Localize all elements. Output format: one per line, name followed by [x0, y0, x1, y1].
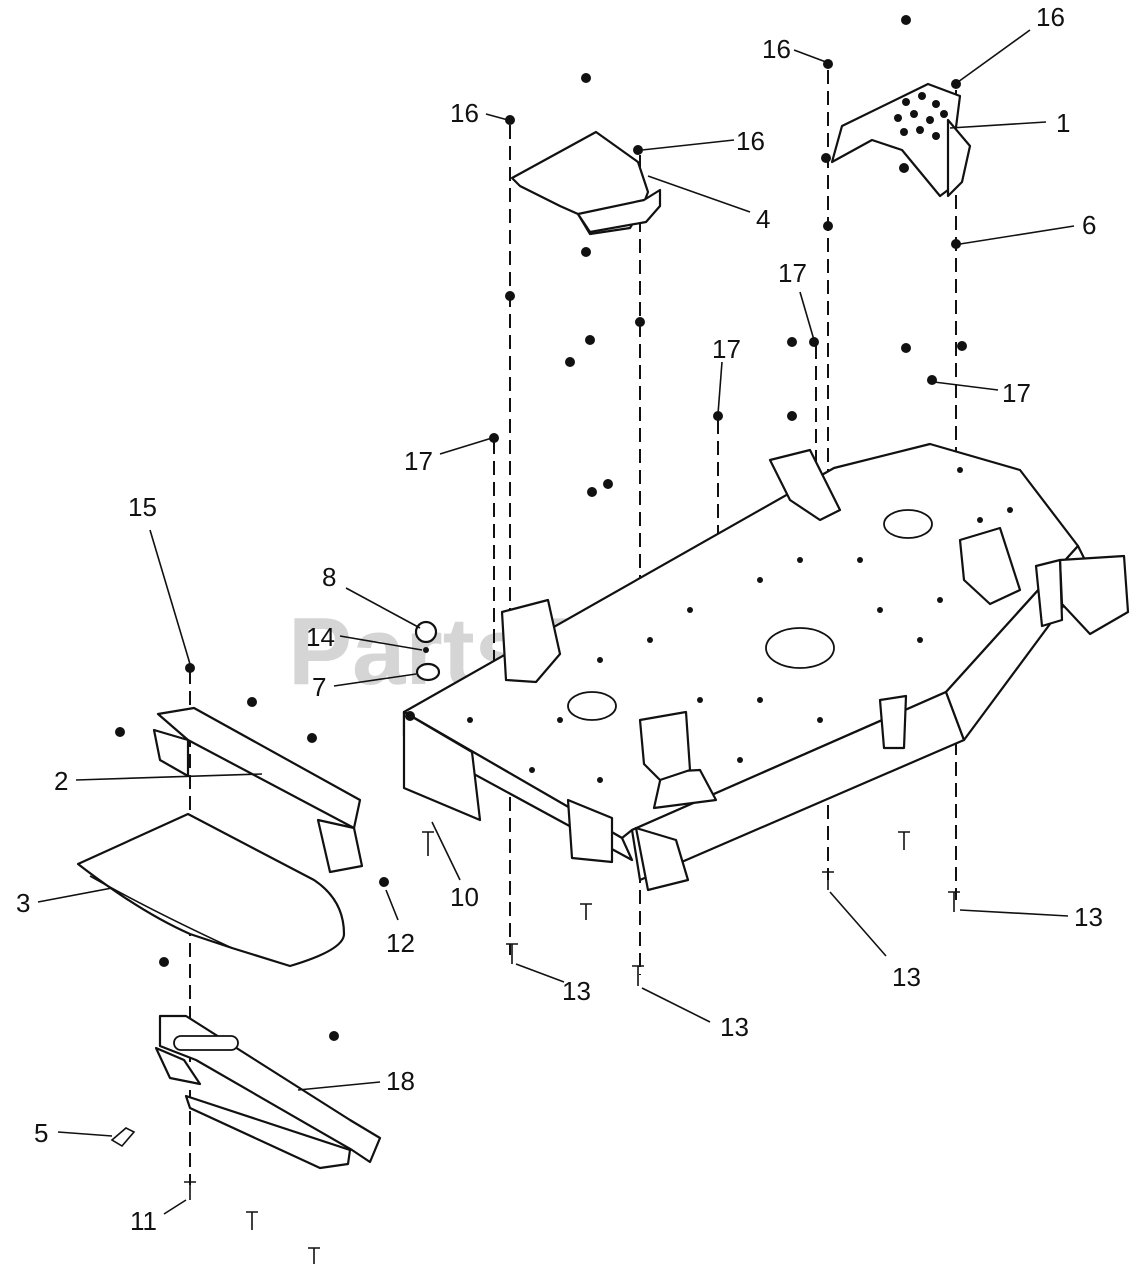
callout-labels: 16 16 16 16 1 4 6 17 17 17 17 15 8 14 7 … — [16, 2, 1103, 1236]
callout-16: 16 — [450, 98, 479, 128]
callout-4: 4 — [756, 204, 770, 234]
callout-10: 10 — [450, 882, 479, 912]
hardware-nuts — [115, 15, 967, 1041]
callout-13: 13 — [1074, 902, 1103, 932]
callout-17: 17 — [404, 446, 433, 476]
callout-2: 2 — [54, 766, 68, 796]
mower-deck[interactable] — [402, 442, 1130, 892]
callout-18: 18 — [386, 1066, 415, 1096]
callout-14: 14 — [306, 622, 335, 652]
callout-16: 16 — [736, 126, 765, 156]
callout-3: 3 — [16, 888, 30, 918]
part-8-nut — [414, 620, 441, 682]
part-1-shield[interactable] — [830, 82, 972, 198]
callout-6: 6 — [1082, 210, 1096, 240]
callout-17: 17 — [1002, 378, 1031, 408]
callout-13: 13 — [720, 1012, 749, 1042]
callout-17: 17 — [712, 334, 741, 364]
callout-16: 16 — [762, 34, 791, 64]
callout-7: 7 — [312, 672, 326, 702]
part-18-plate[interactable] — [154, 1014, 382, 1170]
callout-1: 1 — [1056, 108, 1070, 138]
hardware-bolts — [110, 831, 960, 1264]
callout-13: 13 — [892, 962, 921, 992]
callout-17: 17 — [778, 258, 807, 288]
leader-lines — [37, 29, 1075, 1215]
callout-8: 8 — [322, 562, 336, 592]
callout-5: 5 — [34, 1118, 48, 1148]
callout-12: 12 — [386, 928, 415, 958]
part-3-deflector[interactable] — [76, 812, 346, 968]
callout-13: 13 — [562, 976, 591, 1006]
callout-16: 16 — [1036, 2, 1065, 32]
part-4-shield[interactable] — [510, 130, 662, 236]
callout-11: 11 — [130, 1206, 157, 1236]
part-2-bracket[interactable] — [152, 706, 364, 874]
callout-15: 15 — [128, 492, 157, 522]
